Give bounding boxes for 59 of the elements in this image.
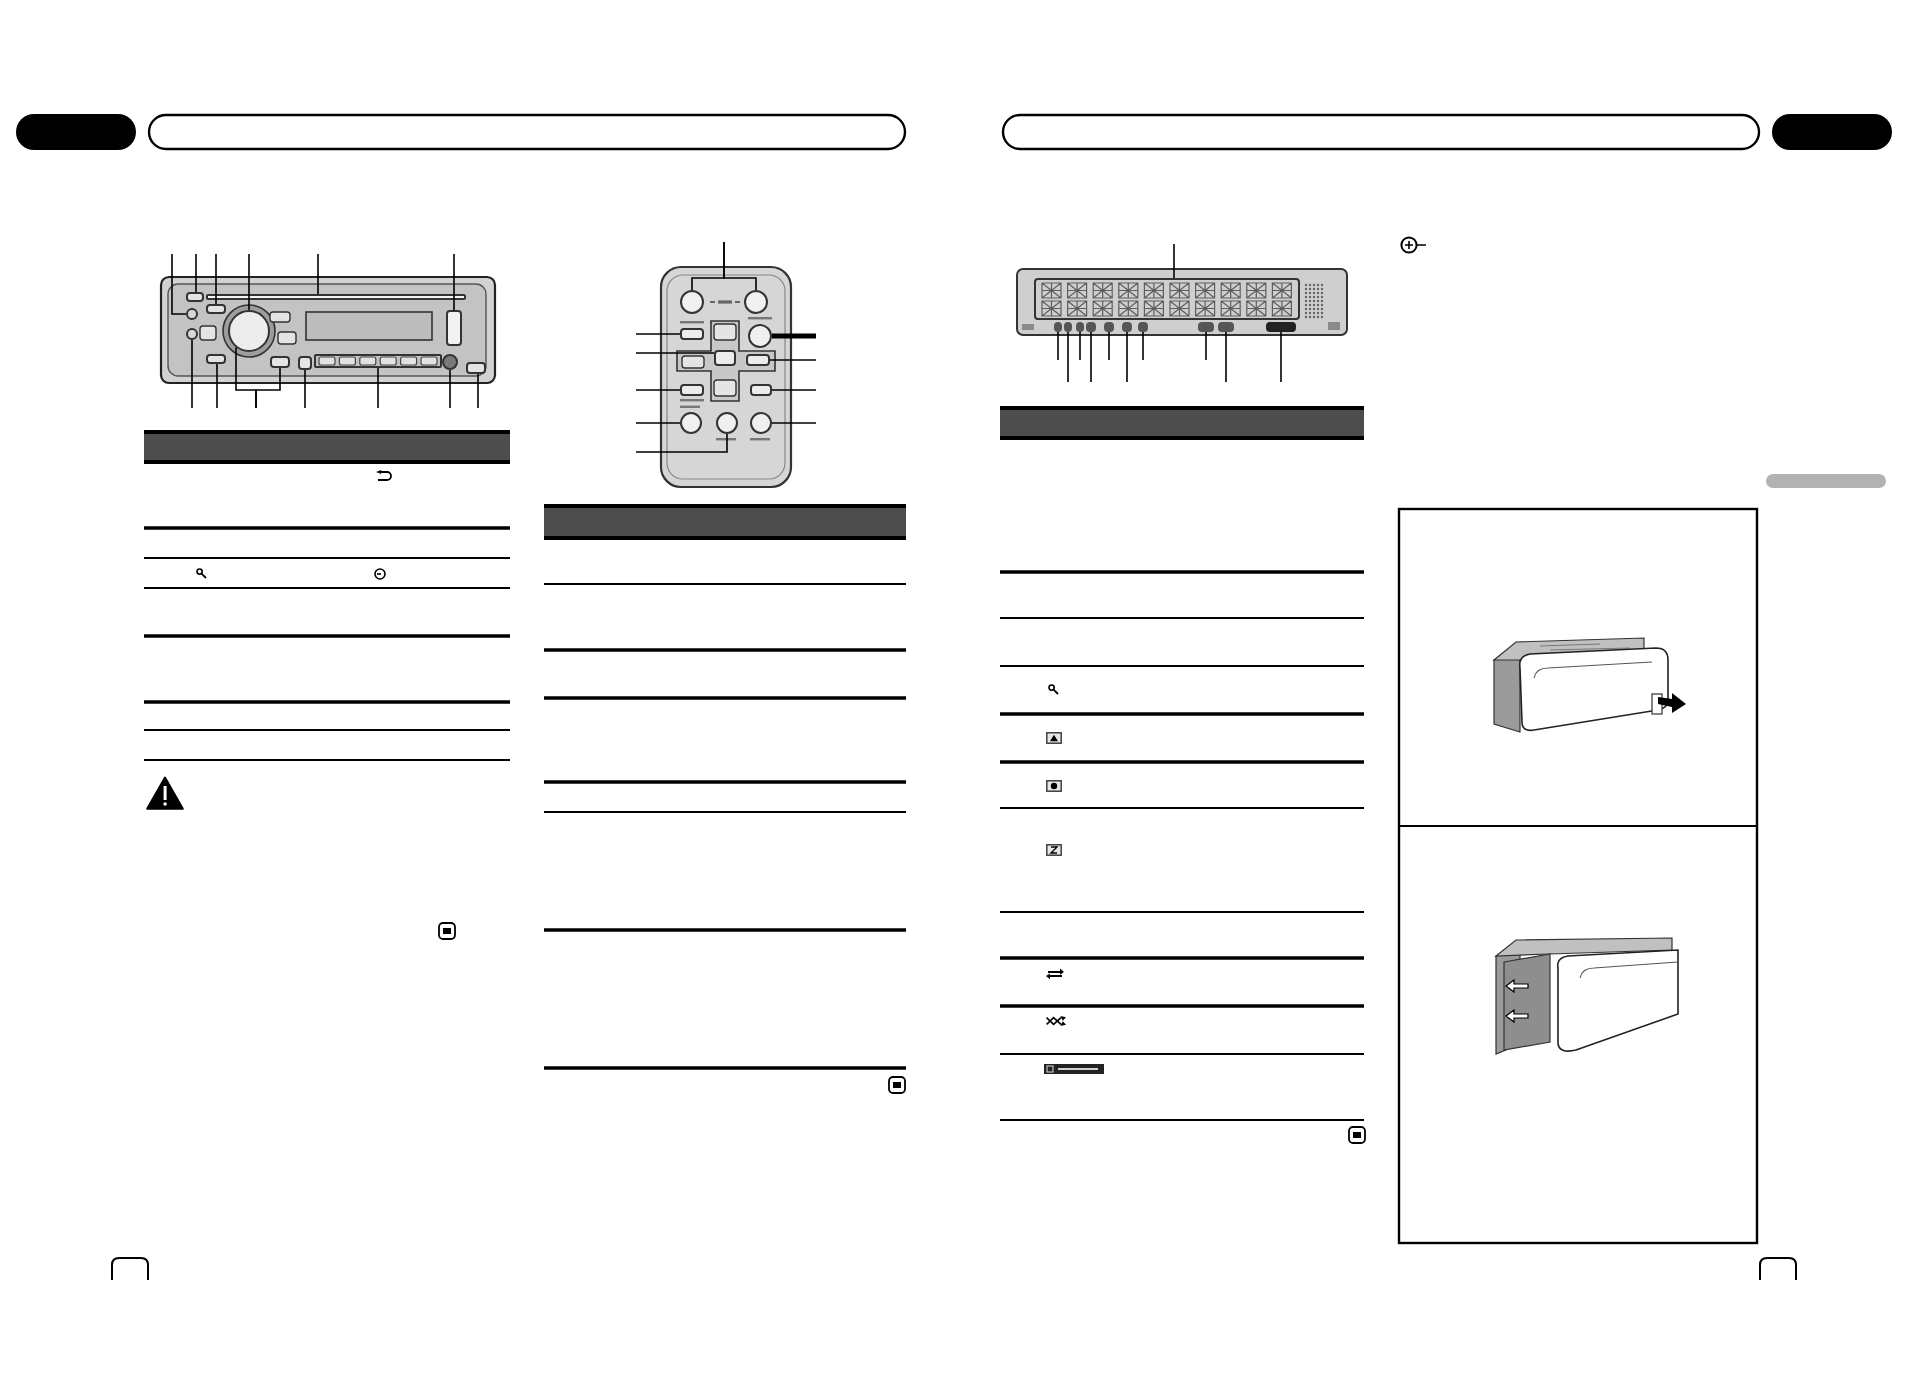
display-indicator (1064, 322, 1072, 332)
leader-line (769, 359, 817, 361)
small-button (186, 292, 204, 302)
leader-line (1225, 331, 1227, 383)
leader-line (1142, 331, 1144, 361)
leader-line (377, 367, 379, 409)
leader-line (1057, 331, 1059, 361)
key-button (714, 350, 736, 366)
leader-line (635, 422, 681, 424)
leader-line (1126, 331, 1128, 383)
key-button (680, 384, 704, 396)
display-indicator (1266, 322, 1296, 332)
leader-line (771, 422, 817, 424)
key-button (680, 328, 704, 340)
leader-line (191, 339, 193, 409)
display-indicator (1054, 322, 1062, 332)
display-indicator (1138, 322, 1148, 332)
small-button (206, 304, 226, 314)
preset-button-strip (314, 354, 442, 368)
leader-line (635, 389, 681, 391)
display-indicator (1076, 322, 1084, 332)
detach-button (466, 362, 486, 374)
leader-line (1079, 331, 1081, 361)
leader-line (772, 333, 816, 339)
leader-line (317, 253, 319, 295)
disc-slot (206, 294, 466, 300)
leader-line (449, 369, 451, 409)
leader-line (477, 373, 479, 409)
leader-line (216, 363, 218, 409)
leader-line (1067, 331, 1069, 383)
display-indicator (1122, 322, 1132, 332)
leader-line (1173, 243, 1175, 279)
leader-line (771, 389, 817, 391)
leader-line (215, 253, 217, 305)
leader-line (635, 352, 715, 354)
character-display-area (1034, 278, 1300, 320)
display-indicator (1104, 322, 1114, 332)
leader-line (1108, 331, 1110, 361)
display-indicator (1086, 322, 1096, 332)
key-button (750, 384, 772, 396)
leader-line (1280, 331, 1282, 383)
small-button (206, 354, 226, 364)
usb-port (446, 310, 462, 346)
small-button (298, 356, 312, 370)
leader-line (255, 367, 281, 409)
leader-line (453, 253, 455, 311)
display-indicator (1218, 322, 1234, 332)
leader-line (723, 241, 757, 291)
leader-line (304, 369, 306, 409)
display-indicator (1198, 322, 1214, 332)
leader-line (1090, 331, 1092, 383)
leader-line (635, 433, 728, 453)
leader-line (171, 253, 187, 315)
key-button (746, 354, 770, 366)
leader-line (195, 253, 197, 293)
leader-line (1205, 331, 1207, 361)
leader-line (248, 253, 250, 311)
small-button (270, 356, 290, 368)
leader-line (635, 333, 681, 335)
